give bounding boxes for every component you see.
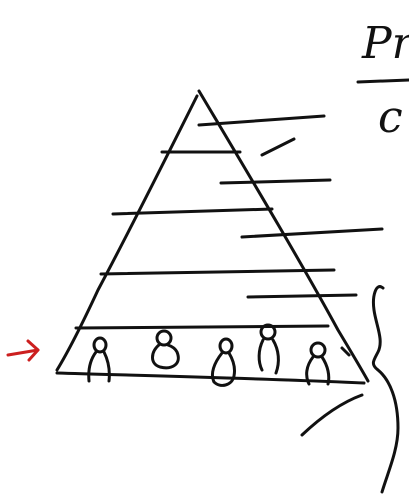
pyramid-level-line: [101, 270, 334, 274]
curly-brace-icon: [373, 287, 398, 492]
heading-numerator: Pr: [361, 18, 409, 69]
stick-figure-icon: [153, 331, 179, 368]
annotation-line: [242, 229, 382, 237]
annotation-line: [248, 295, 356, 297]
arrow-right-icon: [8, 341, 38, 360]
stick-figure-icon: [259, 325, 278, 373]
annotation-line: [221, 180, 330, 183]
pyramid-level-line: [76, 326, 328, 328]
fraction-bar: [358, 80, 409, 82]
stick-figure-icon: [307, 343, 329, 384]
annotation-line: [262, 139, 294, 155]
pyramid-level-line: [113, 209, 272, 214]
pyramid-base: [57, 373, 364, 383]
heading-denominator: c: [378, 92, 403, 143]
fraction-heading: Pr c: [358, 18, 409, 143]
annotation-underline: [302, 395, 362, 435]
